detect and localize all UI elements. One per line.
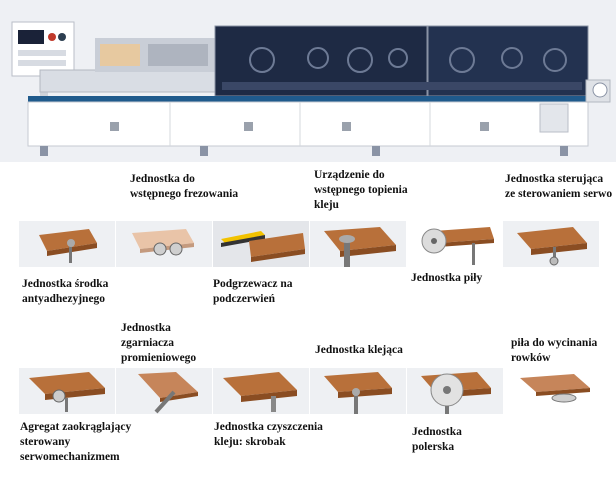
polishing-unit-image <box>407 368 503 414</box>
label-infrared-heater: Podgrzewacz na podczerwień <box>213 278 293 305</box>
label-gluing-unit: Jednostka klejąca <box>315 344 403 356</box>
label-pre-milling-unit: Jednostka do wstępnego frezowania <box>130 173 239 200</box>
label-servo-control-unit: Jednostka sterująca ze sterowaniem serwo <box>505 173 613 200</box>
label-radius-scraper: Jednostka zgarniacza promieniowego <box>121 322 197 364</box>
label-glue-premelter: Urządzenie do wstępnego topienia kleju <box>314 169 408 211</box>
label-grooving-saw: piła do wycinania rowków <box>511 337 598 364</box>
servo-rounding-unit-image <box>19 368 115 414</box>
anti-adhesive-unit-image <box>19 221 115 267</box>
glue-scraper-image <box>213 368 309 414</box>
pre-milling-unit-image <box>116 221 212 267</box>
machine-banner <box>0 0 616 162</box>
label-servo-rounding-unit: Agregat zaokrąglający sterowany serwomec… <box>20 421 132 463</box>
grooving-saw-image <box>504 368 600 414</box>
saw-unit-image <box>410 221 500 267</box>
glue-premelter-image <box>310 221 406 267</box>
servo-control-unit-image <box>503 221 599 267</box>
gluing-unit-image <box>310 368 406 414</box>
edge-banding-machine-image <box>0 0 616 162</box>
label-polishing-unit: Jednostka polerska <box>412 426 462 453</box>
label-saw-unit: Jednostka piły <box>411 272 483 284</box>
label-anti-adhesive-unit: Jednostka środka antyadhezyjnego <box>22 278 109 305</box>
infrared-heater-image <box>213 221 309 267</box>
label-glue-scraper: Jednostka czyszczenia kleju: skrobak <box>214 421 323 448</box>
radius-scraper-image <box>116 368 212 414</box>
